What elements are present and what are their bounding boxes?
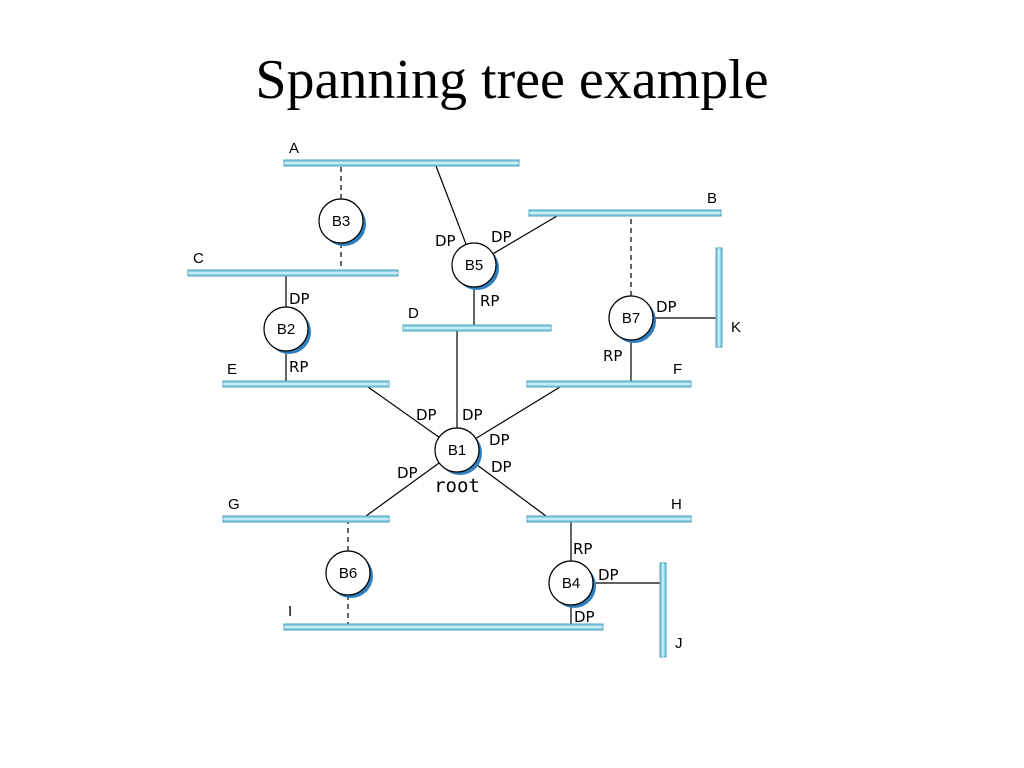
lan-label-j: J [675,635,683,652]
link-b1-e [367,386,440,438]
port-label-b1-h: DP [491,458,512,476]
lan-segment-g [222,515,390,523]
port-label-b7-f: RP [603,347,622,365]
bridge-label-b4: B4 [562,575,580,592]
bridge-circle [263,306,309,352]
lan-segment-j [659,562,667,658]
bridge-circle [608,295,654,341]
port-label-b1-d: DP [462,406,483,424]
bridge-b3: B3 [318,198,366,246]
bridge-label-b5: B5 [465,257,483,274]
lan-label-c: C [193,250,204,267]
bridge-label-b1: B1 [448,442,466,459]
port-label-b4-h: RP [573,540,592,558]
lans-layer [187,159,723,658]
port-label-b5-a: DP [435,232,456,250]
bridge-label-b2: B2 [277,321,295,338]
root-label: root [434,475,480,497]
port-label-b1-g: DP [397,464,418,482]
port-label-b4-i: DP [574,608,595,626]
bridge-circle [451,242,497,288]
link-b5-b [492,215,558,255]
links-layer [285,165,716,624]
lan-segment-b [528,209,722,217]
lan-segment-i [283,623,604,631]
lan-label-f: F [673,361,682,378]
lan-label-d: D [408,305,419,322]
lan-label-b: B [707,190,717,207]
bridge-b1: B1 [434,427,482,475]
lan-segment-h [526,515,692,523]
lan-segment-k [715,247,723,348]
lan-segment-c [187,269,399,277]
bridge-b4: B4 [548,560,596,608]
bridge-label-b3: B3 [332,213,350,230]
bridge-circle [434,427,480,473]
bridge-label-b7: B7 [622,310,640,327]
link-b1-h [474,462,551,520]
bridge-circle [318,198,364,244]
lan-label-i: I [288,603,292,620]
bridge-b2: B2 [263,306,311,354]
bridge-b7: B7 [608,295,656,343]
link-b1-g [365,462,440,517]
lan-label-a: A [289,140,299,157]
port-label-b1-f: DP [489,431,510,449]
lan-label-k: K [731,319,741,336]
port-label-b5-d: RP [480,292,499,310]
bridge-circle [548,560,594,606]
lan-segment-a [283,159,520,167]
lan-label-g: G [228,496,240,513]
port-label-b5-b: DP [491,228,512,246]
lan-label-h: H [671,496,682,513]
port-label-b2-e: RP [289,358,308,376]
lan-segment-f [526,380,692,388]
lan-segment-e [222,380,390,388]
link-b1-f [475,386,561,440]
port-label-b7-k: DP [656,298,677,316]
bridge-b6: B6 [325,550,373,598]
link-b5-a [435,165,467,245]
bridge-circle [325,550,371,596]
lan-segment-d [402,324,552,332]
slide-title: Spanning tree example [255,49,769,111]
bridge-label-b6: B6 [339,565,357,582]
port-label-b4-j: DP [598,566,619,584]
port-label-b2-c: DP [289,290,310,308]
bridge-b5: B5 [451,242,499,290]
port-label-b1-e: DP [416,406,437,424]
lan-label-e: E [227,361,237,378]
labels-layer: DP DP DP DP DP DP RP DP DP RP DP RP RP DP DP A B C D E F G H I J… [193,140,741,652]
